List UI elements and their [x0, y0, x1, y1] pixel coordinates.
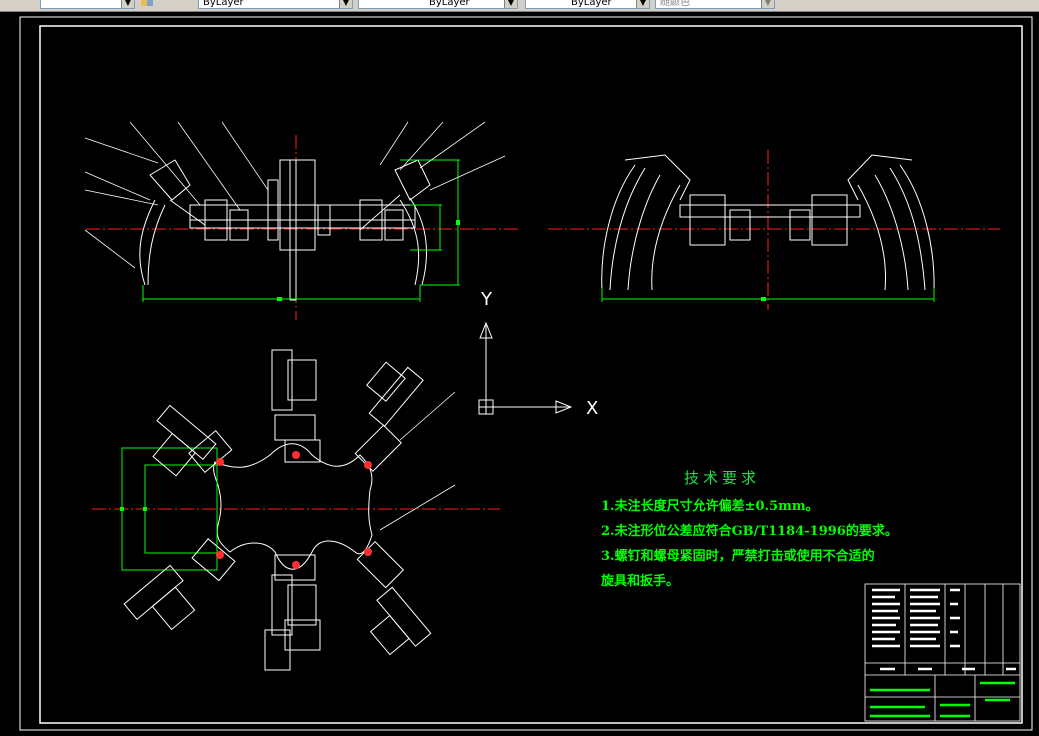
- layer-dropdown[interactable]: ByLayer ▼: [198, 0, 353, 9]
- tech-requirement-item: 1.未注长度尺寸允许偏差±0.5mm。: [601, 499, 819, 514]
- ucs-icon: [478, 321, 573, 415]
- leader-lines: [84, 121, 506, 269]
- drawing-canvas[interactable]: Y X: [0, 12, 1039, 736]
- linetype-dropdown-value: ByLayer: [429, 0, 470, 8]
- title-block: [864, 583, 1021, 722]
- chevron-down-icon: ▼: [504, 0, 517, 8]
- lineweight-dropdown[interactable]: ByLayer ▼: [525, 0, 650, 9]
- properties-toolbar: ▼ ByLayer ▼ ByLayer ▼ ByLayer ▼ 随颜色 ▼: [0, 0, 1039, 12]
- inner-frame: [39, 25, 1023, 724]
- front-view: [84, 121, 520, 320]
- layer-tools-icon[interactable]: [140, 0, 154, 8]
- plotstyle-dropdown[interactable]: 随颜色 ▼: [655, 0, 775, 9]
- chevron-down-icon: ▼: [339, 0, 352, 8]
- linetype-dropdown[interactable]: ByLayer ▼: [358, 0, 518, 9]
- layer-dropdown-value: ByLayer: [203, 0, 244, 8]
- outer-frame: [19, 16, 1033, 731]
- chevron-down-icon: ▼: [121, 0, 134, 8]
- x-axis-label: X: [586, 398, 598, 419]
- tech-requirement-item: 2.未注形位公差应符合GB/T1184-1996的要求。: [601, 524, 898, 539]
- chevron-down-icon: ▼: [636, 0, 649, 8]
- plotstyle-dropdown-value: 随颜色: [660, 0, 690, 8]
- dimension-lines: [142, 159, 460, 302]
- lineweight-dropdown-value: ByLayer: [571, 0, 612, 8]
- tech-requirements-title: 技术要求: [684, 469, 761, 487]
- joint-markers: [216, 451, 372, 569]
- side-view: [548, 150, 1000, 310]
- chevron-down-icon: ▼: [761, 0, 774, 8]
- color-dropdown[interactable]: ▼: [40, 0, 135, 9]
- tech-requirement-item: 3.螺钉和螺母紧固时，严禁打击或使用不合适的: [601, 549, 875, 564]
- y-axis-label: Y: [480, 289, 493, 310]
- top-view: [92, 349, 500, 671]
- tech-requirement-item: 旋具和扳手。: [601, 574, 680, 589]
